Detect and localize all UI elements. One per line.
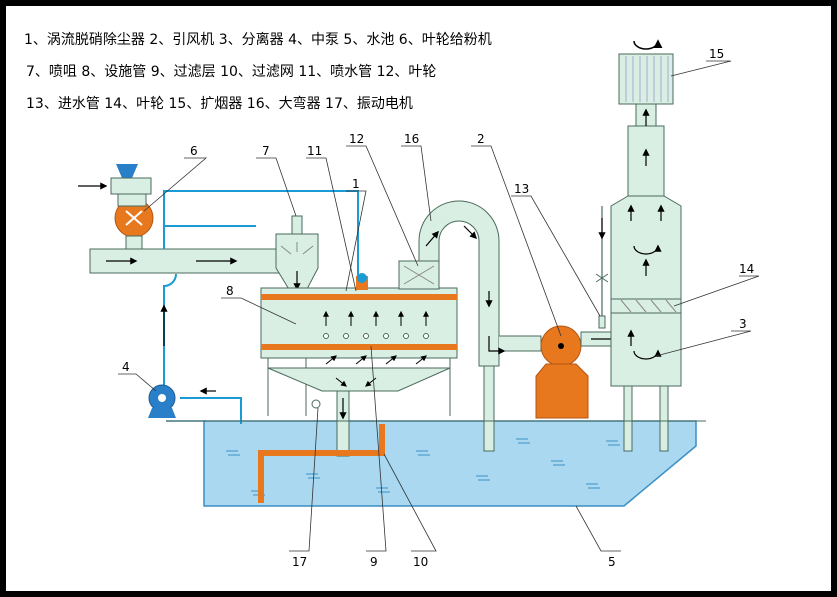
- callout-numbers: 1 2 3 4 5 6 7 8 9 10 11 12 13 14 15 16 1…: [122, 47, 754, 569]
- pump: [148, 384, 176, 418]
- water-supply-pipe: [163, 190, 359, 424]
- callout-15: 15: [709, 47, 724, 61]
- impeller-box: [398, 260, 440, 290]
- legend-line-2: 7、喷咀 8、设施管 9、过滤层 10、过滤网 11、喷水管 12、叶轮: [26, 64, 436, 80]
- callout-10: 10: [413, 555, 428, 569]
- callout-2: 2: [477, 132, 485, 146]
- vibration-motor: [311, 399, 321, 409]
- callout-4: 4: [122, 360, 130, 374]
- water-pool: [166, 420, 697, 507]
- leader-lines: [118, 60, 760, 552]
- callout-6: 6: [190, 144, 198, 158]
- nozzle-cone: [275, 215, 319, 292]
- callout-5: 5: [608, 555, 616, 569]
- dust-collector-diagram: 1、涡流脱硝除尘器 2、引风机 3、分离器 4、中泵 5、水池 6、叶轮给粉机 …: [24, 31, 760, 569]
- legend-line-1: 1、涡流脱硝除尘器 2、引风机 3、分离器 4、中泵 5、水池 6、叶轮给粉机: [24, 31, 492, 48]
- callout-14: 14: [739, 262, 754, 276]
- callout-11: 11: [307, 144, 322, 158]
- callout-16: 16: [404, 132, 419, 146]
- callout-7: 7: [262, 144, 270, 158]
- large-elbow: [418, 200, 542, 452]
- diagram-canvas: 1、涡流脱硝除尘器 2、引风机 3、分离器 4、中泵 5、水池 6、叶轮给粉机 …: [6, 6, 831, 591]
- callout-8: 8: [226, 284, 234, 298]
- callout-9: 9: [370, 555, 378, 569]
- drain-pipe: [258, 424, 385, 503]
- callout-13: 13: [514, 182, 529, 196]
- callout-17: 17: [292, 555, 307, 569]
- legend-line-3: 13、进水管 14、叶轮 15、扩烟器 16、大弯器 17、振动电机: [26, 95, 413, 112]
- callout-12: 12: [349, 132, 364, 146]
- inlet-duct: [89, 248, 281, 274]
- inlet-water-pipe: [595, 206, 609, 329]
- impeller-feeder: [78, 164, 154, 250]
- induced-fan: [535, 325, 627, 419]
- callout-3: 3: [739, 317, 747, 331]
- separator-tower: [610, 39, 682, 452]
- callout-1: 1: [352, 177, 360, 191]
